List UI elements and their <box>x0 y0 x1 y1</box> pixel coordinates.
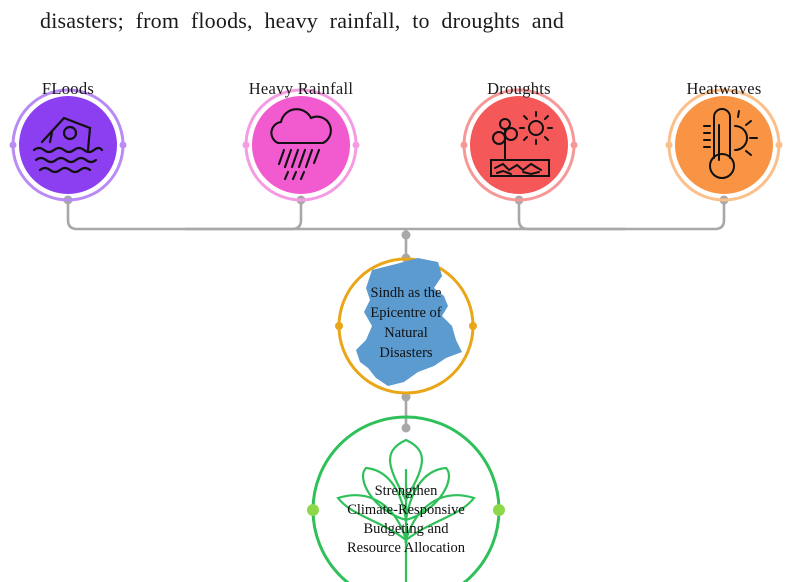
hazard-label-droughts: Droughts <box>487 79 551 98</box>
flood-house-icon <box>32 116 104 174</box>
connector-left-pair <box>66 200 303 231</box>
hazard-node-heatwaves <box>665 88 783 202</box>
hazard-node-droughts <box>460 88 578 202</box>
center-label-line: Disasters <box>379 345 433 361</box>
connector-right-pair <box>517 200 726 231</box>
intro-text: disasters; from floods, heavy rainfall, … <box>40 8 565 33</box>
hazard-node-floods <box>9 88 127 202</box>
leaf-sprout-icon <box>336 438 476 582</box>
center-label-line: Sindh as the <box>370 285 442 301</box>
hazard-label-floods: FLoods <box>41 79 95 98</box>
center-node <box>335 257 477 395</box>
outcome-label-line: Climate-Responsive <box>347 502 465 518</box>
drought-icon <box>490 111 553 177</box>
outcome-label-line: Resource Allocation <box>347 540 465 556</box>
sindh-map-icon <box>356 258 462 386</box>
thermometer-sun-icon <box>703 108 758 179</box>
outcome-label-line: Strengthen <box>374 483 438 499</box>
outcome-label-line: Budgeting and <box>363 521 449 537</box>
hazard-label-heavy-rainfall: Heavy Rainfall <box>248 79 354 98</box>
connectors <box>66 200 726 428</box>
center-label: Sindh as the Epicentre of Natural Disast… <box>336 283 476 363</box>
center-label-line: Natural <box>384 325 428 341</box>
rain-cloud-icon <box>270 108 332 181</box>
hazard-label-heatwaves: Heatwaves <box>686 79 762 98</box>
outcome-label: Strengthen Climate-Responsive Budgeting … <box>316 482 496 558</box>
hazard-node-heavy-rainfall <box>242 88 360 202</box>
outcome-node <box>307 415 505 582</box>
center-label-line: Epicentre of <box>370 305 442 321</box>
